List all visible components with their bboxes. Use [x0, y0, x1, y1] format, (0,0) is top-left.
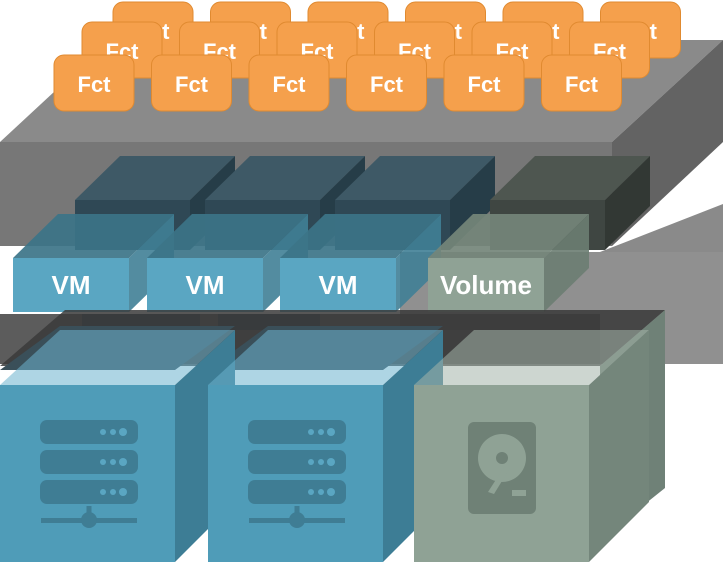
server-icon-node	[81, 512, 97, 528]
server-icon-led	[100, 459, 106, 465]
drive-icon-spindle	[496, 452, 508, 464]
function-box: Fct	[443, 54, 525, 112]
function-box-label: Fct	[468, 72, 502, 97]
block-front-face	[13, 258, 129, 312]
function-box-shape	[53, 54, 135, 112]
server-icon-led	[119, 428, 127, 436]
back-cube-3-top	[335, 156, 495, 200]
server-block	[0, 330, 235, 562]
block-top-face	[208, 330, 443, 385]
server-icon-led	[327, 488, 335, 496]
drive-icon-arm	[488, 464, 510, 494]
middle-platform-top-edge	[600, 204, 723, 252]
server-icon-led	[327, 428, 335, 436]
server-icon-led	[110, 429, 116, 435]
function-box-shape	[541, 54, 622, 112]
block-top-face	[428, 214, 589, 258]
function-box: Fct	[346, 54, 427, 112]
vm-label: VM	[186, 270, 225, 300]
function-box: Fct	[248, 54, 330, 112]
function-box: Fct	[541, 54, 622, 112]
function-box-label: Fct	[78, 72, 112, 97]
server-icon-led	[110, 459, 116, 465]
server-icon-led	[100, 489, 106, 495]
volume-label: Volume	[440, 270, 532, 300]
block-top-face	[280, 214, 441, 258]
server-icon-led	[327, 458, 335, 466]
server-icon-unit	[248, 480, 346, 504]
server-icon-unit	[40, 480, 138, 504]
back-cube-1-top	[75, 156, 235, 200]
function-box-shape	[248, 54, 330, 112]
function-box: Fct	[53, 54, 135, 112]
function-box-label: Fct	[175, 72, 209, 97]
storage-block	[414, 330, 649, 562]
server-icon-led	[308, 459, 314, 465]
volume-block: Volume	[428, 214, 589, 312]
vm-block: VM	[280, 214, 441, 312]
back-cube-4-top	[490, 156, 650, 200]
vm-block: VM	[13, 214, 174, 312]
server-icon-led	[318, 489, 324, 495]
block-front-face	[428, 258, 544, 312]
function-box-shape	[346, 54, 427, 112]
physical-row	[0, 330, 649, 562]
server-icon-unit	[40, 420, 138, 444]
server-icon-led	[119, 488, 127, 496]
function-box-label: Fct	[370, 72, 404, 97]
virtual-row: VM VM VM Volume	[13, 214, 589, 312]
server-block	[208, 330, 443, 562]
server-icon-led	[308, 489, 314, 495]
server-icon-led	[100, 429, 106, 435]
block-top-face	[414, 330, 649, 385]
server-icon-led	[119, 458, 127, 466]
block-side-face	[589, 330, 649, 562]
function-box-shape	[443, 54, 525, 112]
server-icon-node	[289, 512, 305, 528]
block-top-face	[147, 214, 308, 258]
server-icon-unit	[248, 420, 346, 444]
function-box-label: Fct	[273, 72, 307, 97]
block-side-face	[396, 214, 441, 312]
block-front-face	[147, 258, 263, 312]
back-cube-2-top	[205, 156, 365, 200]
server-icon	[248, 420, 346, 528]
hard-drive-icon	[468, 422, 536, 514]
vm-block: VM	[147, 214, 308, 312]
back-cube-4-side	[605, 156, 650, 250]
vm-label: VM	[52, 270, 91, 300]
server-icon-unit	[40, 450, 138, 474]
server-icon-led	[308, 429, 314, 435]
server-icon-led	[110, 489, 116, 495]
function-box: Fct	[151, 54, 232, 112]
block-top-face	[13, 214, 174, 258]
server-icon-led	[318, 459, 324, 465]
block-top-face	[0, 330, 235, 385]
server-icon-unit	[248, 450, 346, 474]
function-row-front: Fct Fct Fct Fct Fct Fct	[53, 54, 622, 112]
function-box-shape	[151, 54, 232, 112]
block-front-face	[280, 258, 396, 312]
server-icon	[40, 420, 138, 528]
vm-label: VM	[319, 270, 358, 300]
function-box-label: Fct	[565, 72, 599, 97]
drive-icon-slot	[512, 490, 526, 496]
server-icon-led	[318, 429, 324, 435]
block-side-face	[544, 214, 589, 312]
